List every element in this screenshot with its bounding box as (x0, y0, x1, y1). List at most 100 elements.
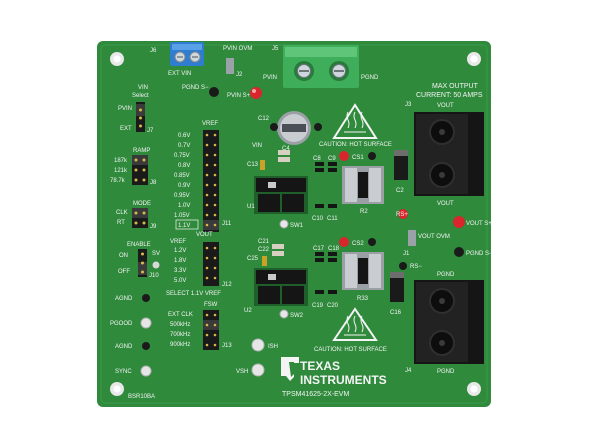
c18-label: C18 (328, 246, 340, 252)
max-output-label: MAX OUTPUT (432, 83, 479, 90)
ramp-opt-1: 187k (114, 158, 128, 164)
pcb-board (97, 41, 491, 407)
j8-label: J8 (150, 180, 157, 186)
vin-select-title: VIN (138, 85, 148, 91)
pgnd-label: PGND (361, 75, 379, 81)
ext-vin-label: EXT VIN (168, 71, 191, 77)
mode-opt-rt: RT (117, 220, 125, 226)
svg-text:0.6V: 0.6V (178, 133, 190, 139)
enable-off: OFF (118, 269, 130, 275)
u2-label: U2 (244, 308, 252, 314)
pad-label-sync: SYNC (115, 369, 132, 375)
svg-text:0.8V: 0.8V (178, 163, 190, 169)
input-capacitor (277, 111, 311, 145)
c25-label: C25 (247, 256, 259, 262)
mode-title: MODE (133, 201, 151, 207)
svg-text:1.1V: 1.1V (178, 223, 190, 229)
ti-logo (281, 357, 299, 381)
hot-surface-warning-top (332, 103, 378, 139)
c19-label: C19 (312, 303, 324, 309)
c12-test-point[interactable] (270, 123, 278, 131)
svg-text:1.8V: 1.8V (174, 258, 186, 264)
agnd-test-point-1[interactable] (142, 294, 150, 302)
ramp-title: RAMP (133, 148, 150, 154)
pvin-ovm-label: PVIN OVM (223, 46, 252, 52)
c13-label: C13 (247, 162, 259, 168)
mode-header[interactable] (132, 208, 148, 228)
c9-label: C9 (328, 156, 336, 162)
vin-select-header[interactable] (136, 102, 145, 132)
pvin-label: PVIN (263, 75, 277, 81)
c16-label: C16 (390, 310, 402, 316)
vout-plus-label: VOUT S+ (466, 221, 492, 227)
pgnd-label-bottom: PGND (437, 369, 455, 375)
c12-label: C12 (258, 116, 270, 122)
pgnd-test-point[interactable] (209, 87, 219, 97)
vin-label: VIN (252, 143, 262, 149)
hot-surface-warning-bottom (332, 307, 378, 341)
vout-select-note: SELECT 1.1V VREF (166, 291, 221, 297)
cs1-test-point[interactable] (339, 151, 349, 161)
j6-label: J6 (150, 48, 157, 54)
sw2-test-point[interactable] (279, 309, 289, 319)
pvin-ovm-jumper[interactable] (226, 58, 234, 74)
rs-minus-test-point[interactable] (399, 262, 407, 270)
vout-label-top: VOUT (437, 103, 454, 109)
c22-label: C22 (258, 247, 270, 253)
svg-text:3.3V: 3.3V (174, 268, 186, 274)
c2-label: C2 (396, 188, 404, 194)
vin-select-pvin: PVIN (118, 106, 132, 112)
pvin-test-point[interactable] (250, 87, 262, 99)
hot-surface-label-bottom: CAUTION: HOT SURFACE (314, 347, 387, 353)
pad-label-agnd-1: AGND (115, 296, 133, 302)
pgnd-terminal[interactable] (414, 280, 484, 364)
cs2-label: CS2 (352, 241, 364, 247)
max-current-label: CURRENT: 50 AMPS (416, 92, 483, 99)
ish-test-point[interactable] (251, 338, 265, 352)
rs-plus-test-point[interactable] (398, 209, 408, 219)
ext-vin-terminal[interactable] (170, 42, 204, 66)
j11-label: J11 (222, 221, 232, 227)
svg-text:0.95V: 0.95V (174, 193, 190, 199)
pvin-terminal[interactable] (283, 45, 359, 88)
sw2-label: SW2 (290, 313, 304, 319)
c21-label: C21 (258, 239, 270, 245)
cs1-label: CS1 (352, 155, 364, 161)
j2-label: J2 (236, 72, 243, 78)
j7-label: J7 (147, 128, 154, 134)
vout-sense-test-point[interactable] (453, 216, 465, 228)
vref-header[interactable] (203, 130, 219, 232)
j5-label: J5 (272, 46, 279, 52)
sync-test-point[interactable] (140, 365, 152, 377)
pvin-plus-label: PVIN S+ (227, 93, 251, 99)
fsw-header[interactable] (203, 310, 219, 350)
vref-labels: 0.6V 0.7V 0.75V 0.8V 0.85V 0.9V 0.95V 1.… (174, 133, 199, 230)
mode-opt-clk: CLK (116, 210, 128, 216)
agnd-test-point-2[interactable] (142, 342, 150, 350)
vout-terminal[interactable] (414, 112, 484, 196)
ramp-header[interactable] (132, 155, 148, 185)
cs2-test-point[interactable] (339, 237, 349, 247)
ish-label: ISH (268, 344, 278, 350)
vout-select-header[interactable] (203, 242, 219, 286)
svg-text:0.7V: 0.7V (178, 143, 190, 149)
enable-sv-pad[interactable] (152, 261, 160, 269)
svg-text:5.0V: 5.0V (174, 278, 186, 284)
enable-header[interactable] (138, 249, 147, 277)
vref-title: VREF (202, 121, 218, 127)
j13-label: J13 (222, 343, 232, 349)
r2-label: R2 (360, 209, 368, 215)
svg-text:1.2V: 1.2V (174, 248, 186, 254)
rs-plus-label: RS+ (396, 212, 408, 218)
pgood-test-point[interactable] (140, 317, 152, 329)
power-module-u2 (254, 268, 308, 306)
hot-surface-label-top: CAUTION: HOT SURFACE (319, 142, 392, 148)
vout-ovm-label: VOUT OVM (418, 234, 450, 240)
vsh-test-point[interactable] (251, 363, 265, 377)
svg-text:900kHz: 900kHz (170, 342, 190, 348)
vout-ovm-jumper[interactable] (408, 230, 416, 246)
sw1-test-point[interactable] (279, 219, 289, 229)
svg-text:1.05V: 1.05V (174, 213, 190, 219)
pgnd-sense-test-point[interactable] (454, 247, 464, 257)
